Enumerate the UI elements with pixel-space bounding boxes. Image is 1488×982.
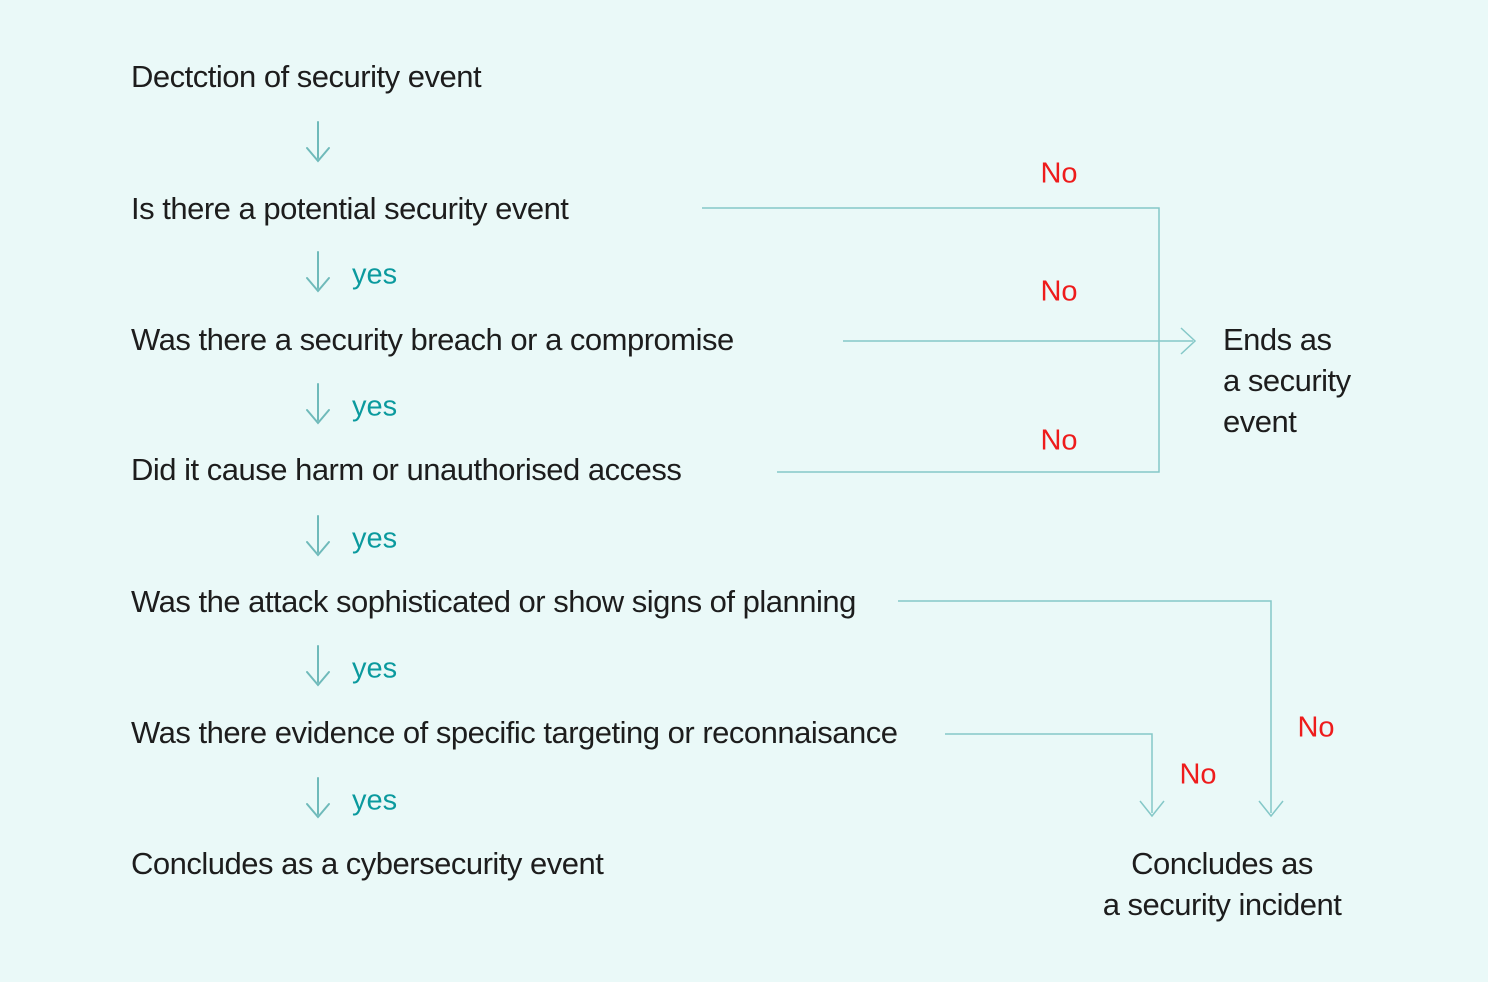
node-q-sophistication: Was the attack sophisticated or show sig… xyxy=(131,584,856,619)
no-label: No xyxy=(1297,711,1335,744)
down-arrowhead-icon xyxy=(1139,800,1165,818)
node-q-harm: Did it cause harm or unauthorised access xyxy=(131,452,682,487)
no-branch-rail-security-event xyxy=(702,207,1160,473)
yes-label: yes xyxy=(352,390,398,423)
no-branch-sophistication xyxy=(898,600,1284,818)
down-arrow-icon xyxy=(306,777,330,819)
down-arrow-icon xyxy=(306,251,330,293)
no-label: No xyxy=(1040,424,1078,457)
no-branch-breach-arrow xyxy=(843,327,1197,355)
outcome-line: a security incident xyxy=(1102,887,1342,922)
node-q-targeting: Was there evidence of specific targeting… xyxy=(131,715,898,750)
right-arrowhead-icon xyxy=(1180,327,1197,355)
down-arrow-icon xyxy=(306,645,330,687)
no-branch-targeting xyxy=(945,733,1165,818)
down-arrow-icon xyxy=(306,515,330,557)
outcome-line: Ends as xyxy=(1223,322,1332,357)
yes-label: yes xyxy=(352,258,398,291)
yes-label: yes xyxy=(352,784,398,817)
outcome-line: a security xyxy=(1223,363,1351,398)
outcome-line: event xyxy=(1223,404,1297,439)
down-arrowhead-icon xyxy=(1258,800,1284,818)
node-q-breach: Was there a security breach or a comprom… xyxy=(131,322,734,357)
node-start: Dectction of security event xyxy=(131,59,482,94)
node-end-cybersecurity-event: Concludes as a cybersecurity event xyxy=(131,846,604,881)
node-concludes-security-incident: Concludes as a security incident xyxy=(1103,843,1342,925)
yes-label: yes xyxy=(352,522,398,555)
down-arrow-icon xyxy=(306,121,330,163)
no-label: No xyxy=(1040,157,1078,190)
yes-label: yes xyxy=(352,652,398,685)
no-label: No xyxy=(1179,758,1217,791)
down-arrow-icon xyxy=(306,383,330,425)
node-q-potential: Is there a potential security event xyxy=(131,191,569,226)
node-ends-as-security-event: Ends as a security event xyxy=(1223,319,1351,442)
outcome-line: Concludes as xyxy=(1131,846,1313,881)
no-label: No xyxy=(1040,275,1078,308)
